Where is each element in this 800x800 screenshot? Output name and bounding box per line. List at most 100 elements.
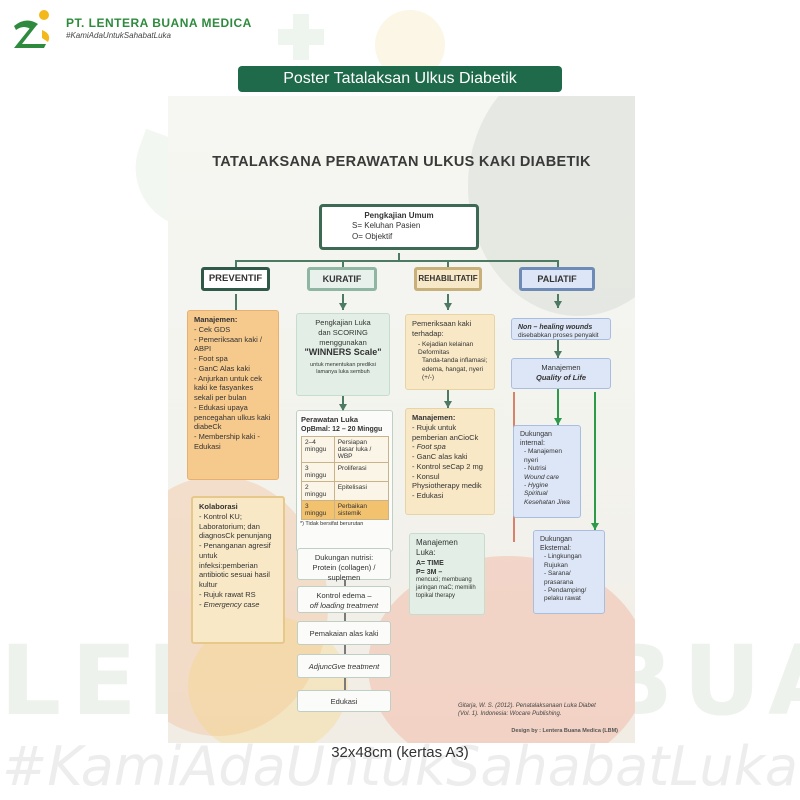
category-rehabilitatif: REHABILITATIF [414,267,482,291]
arrow-down-icon [554,351,562,358]
list-item: - Edukasi [412,491,444,500]
connector-line [398,253,400,261]
connector-line [447,260,449,267]
category-kuratif: KURATIF [307,267,377,291]
rehab-manajemen-box: Manajemen: - Rujuk untuk pemberian anCio… [405,408,495,515]
list-item: - Hygine [524,481,549,489]
company-name: PT. LENTERA BUANA MEDICA [66,16,252,30]
manajemen-luka-a: A= TIME [416,559,444,567]
list-item: - Foot spa [412,442,446,452]
manajemen-luka-title: Manajemen Luka: [416,538,458,558]
list-item: - Kontrol KU; Laboratorium; dan diagnosC… [199,511,272,541]
pengkajian-umum-box: Pengkajian Umum S= Keluhan Pasien O= Obj… [319,204,479,250]
list-item: - Lingkungan [544,553,582,561]
connector-line [342,396,344,410]
dukungan-nutrisi-box: Dukungan nutrisi: Protein (collagen) / s… [297,548,391,582]
paliatif-manajemen-box: Manajemen Quality of Life [511,358,611,389]
list-item: - Penanganan agresif untuk infeksi:pembe… [199,541,271,589]
list-item: - GanC Alas kaki [194,363,250,373]
category-preventif: PREVENTIF [201,267,270,291]
citation-line1: Gitarja, W. S. (2012). Penatalaksanaan L… [458,703,596,709]
table-cell: 3 minggu [301,500,335,520]
nonhealing-title: Non – healing wounds [518,324,593,331]
design-by-text: Design by : Lentera Buana Medica (LBM) [511,728,618,734]
kontrol-edema-label: Kontrol edema – [316,591,372,600]
list-item: - Foot spa [194,354,228,363]
adjunctive-treatment-box: AdjuncGve treatment [297,654,391,678]
watermark-cross-icon [278,14,324,60]
list-item: - Kontrol seCap 2 mg [412,461,483,471]
perawatan-title: Perawatan Luka [301,415,359,424]
list-item: - Rujuk rawat RS [199,589,256,599]
edukasi-box: Edukasi [297,690,391,712]
list-item: - Edukasi upaya pencegahan ulkus kaki di… [194,402,271,432]
table-cell: 2 minggu [301,481,335,501]
poster-title: TATALAKSANA PERAWATAN ULKUS KAKI DIABETI… [212,154,591,170]
poster-image: TATALAKSANA PERAWATAN ULKUS KAKI DIABETI… [168,96,635,743]
list-item: - GanC alas kaki [412,452,468,461]
perawatan-table-note: *) Tidak bersifat berurutan [300,521,364,527]
table-cell: 2–4 minggu [301,436,335,463]
watermark-tagline-text: #KamiAdaUntukSahabatLuka [1,735,799,798]
title-banner: Poster Tatalaksan Ulkus Diabetik [238,66,562,92]
arrow-down-icon [339,404,347,411]
list-item: - Pemeriksaan kaki / ABPI [194,334,262,354]
kuratif-pengkajian-line2: dan SCORING [318,327,368,337]
arrow-down-icon [444,401,452,408]
table-cell: 3 minggu [301,462,335,482]
table-row: 2–4 minggu Persiapan dasar luka / WBP [301,436,390,463]
internal-title: Dukungan internal: [520,431,552,448]
connector-line [235,294,237,310]
paliatif-manajemen-title: Manajemen [541,363,581,372]
connector-line [447,386,449,408]
pemakaian-alas-kaki-box: Pemakaian alas kaki [297,621,391,645]
connector-line [557,340,559,358]
preventif-kolaborasi-box: Kolaborasi - Kontrol KU; Laboratorium; d… [191,496,285,644]
preventif-manajemen-box: Manajemen: - Cek GDS - Pemeriksaan kaki … [187,310,279,480]
table-row: 2 minggu Epitelisasi [301,481,390,501]
arrow-down-icon [339,303,347,310]
citation-text: Gitarja, W. S. (2012). Penatalaksanaan L… [458,703,618,719]
arrow-down-icon [591,523,599,530]
company-tagline: #KamiAdaUntukSahabatLuka [66,31,171,40]
internal-list: - Manajemen nyeri - Nutrisi Wound care -… [520,448,574,507]
connector-line [342,260,344,267]
list-item: - Cek GDS [194,324,231,334]
list-item: Spiritual [524,490,548,498]
pengkajian-o: O= Objektif [352,231,393,241]
connector-line [235,260,237,267]
list-item: - Rujuk untuk pemberian anCioCk [412,422,479,442]
eksternal-list: - Lingkungan Rujukan - Sarana/ prasarana… [540,553,598,604]
perawatan-subtitle: OpBmal: 12 – 20 Minggu [301,425,383,433]
connector-line [557,389,559,425]
dukungan-eksternal-box: Dukungan Eksternal: - Lingkungan Rujukan… [533,530,605,614]
table-cell: Perbaikan sistemik [333,500,390,520]
list-item: Tanda-tanda inflamasi; edema, hangat, ny… [422,357,488,382]
perawatan-phase-table: 2–4 minggu Persiapan dasar luka / WBP 3 … [301,436,390,520]
table-cell: Proliferasi [333,462,390,482]
list-item: - Manajemen nyeri [524,448,562,464]
arrow-down-icon [554,418,562,425]
connector-line [557,260,559,267]
preventif-kolaborasi-title: Kolaborasi [199,502,238,511]
winners-scale-label: "WINNERS Scale" [304,347,382,358]
table-cell: Epitelisasi [333,481,390,501]
list-item: - Membership kaki - Edukasi [194,432,260,451]
connector-line [342,294,344,310]
list-item: - Emergency case [199,599,260,609]
connector-line [594,392,596,530]
paliatif-manajemen-sub: Quality of Life [535,372,586,382]
kuratif-pengkajian-box: Pengkajian Luka dan SCORING menggunakan … [296,313,390,396]
poster-size-label: 32x48cm (kertas A3) [331,744,469,761]
rehab-manajemen-title: Manajemen: [412,413,456,422]
manajemen-luka-desc: mencuci; membuang jaringan maC; memilih … [416,576,476,599]
kuratif-pengkajian-note: untuk menentukan prediksi lamanya luka s… [310,361,376,376]
table-cell: Persiapan dasar luka / WBP [333,436,390,463]
rehab-pemeriksaan-title: Pemeriksaan kaki terhadap: [412,319,472,338]
kuratif-pengkajian-line3: menggunakan [319,337,367,347]
preventif-kolaborasi-list: - Kontrol KU; Laboratorium; dan diagnosC… [199,512,277,610]
kontrol-edema-sub: off loading treatment [309,600,379,610]
pengkajian-s: S= Keluhan Pasien [352,221,421,231]
rehab-manajemen-luka-box: Manajemen Luka: A= TIME P= 3M – mencuci;… [409,533,485,615]
category-paliatif: PALIATIF [519,267,595,291]
